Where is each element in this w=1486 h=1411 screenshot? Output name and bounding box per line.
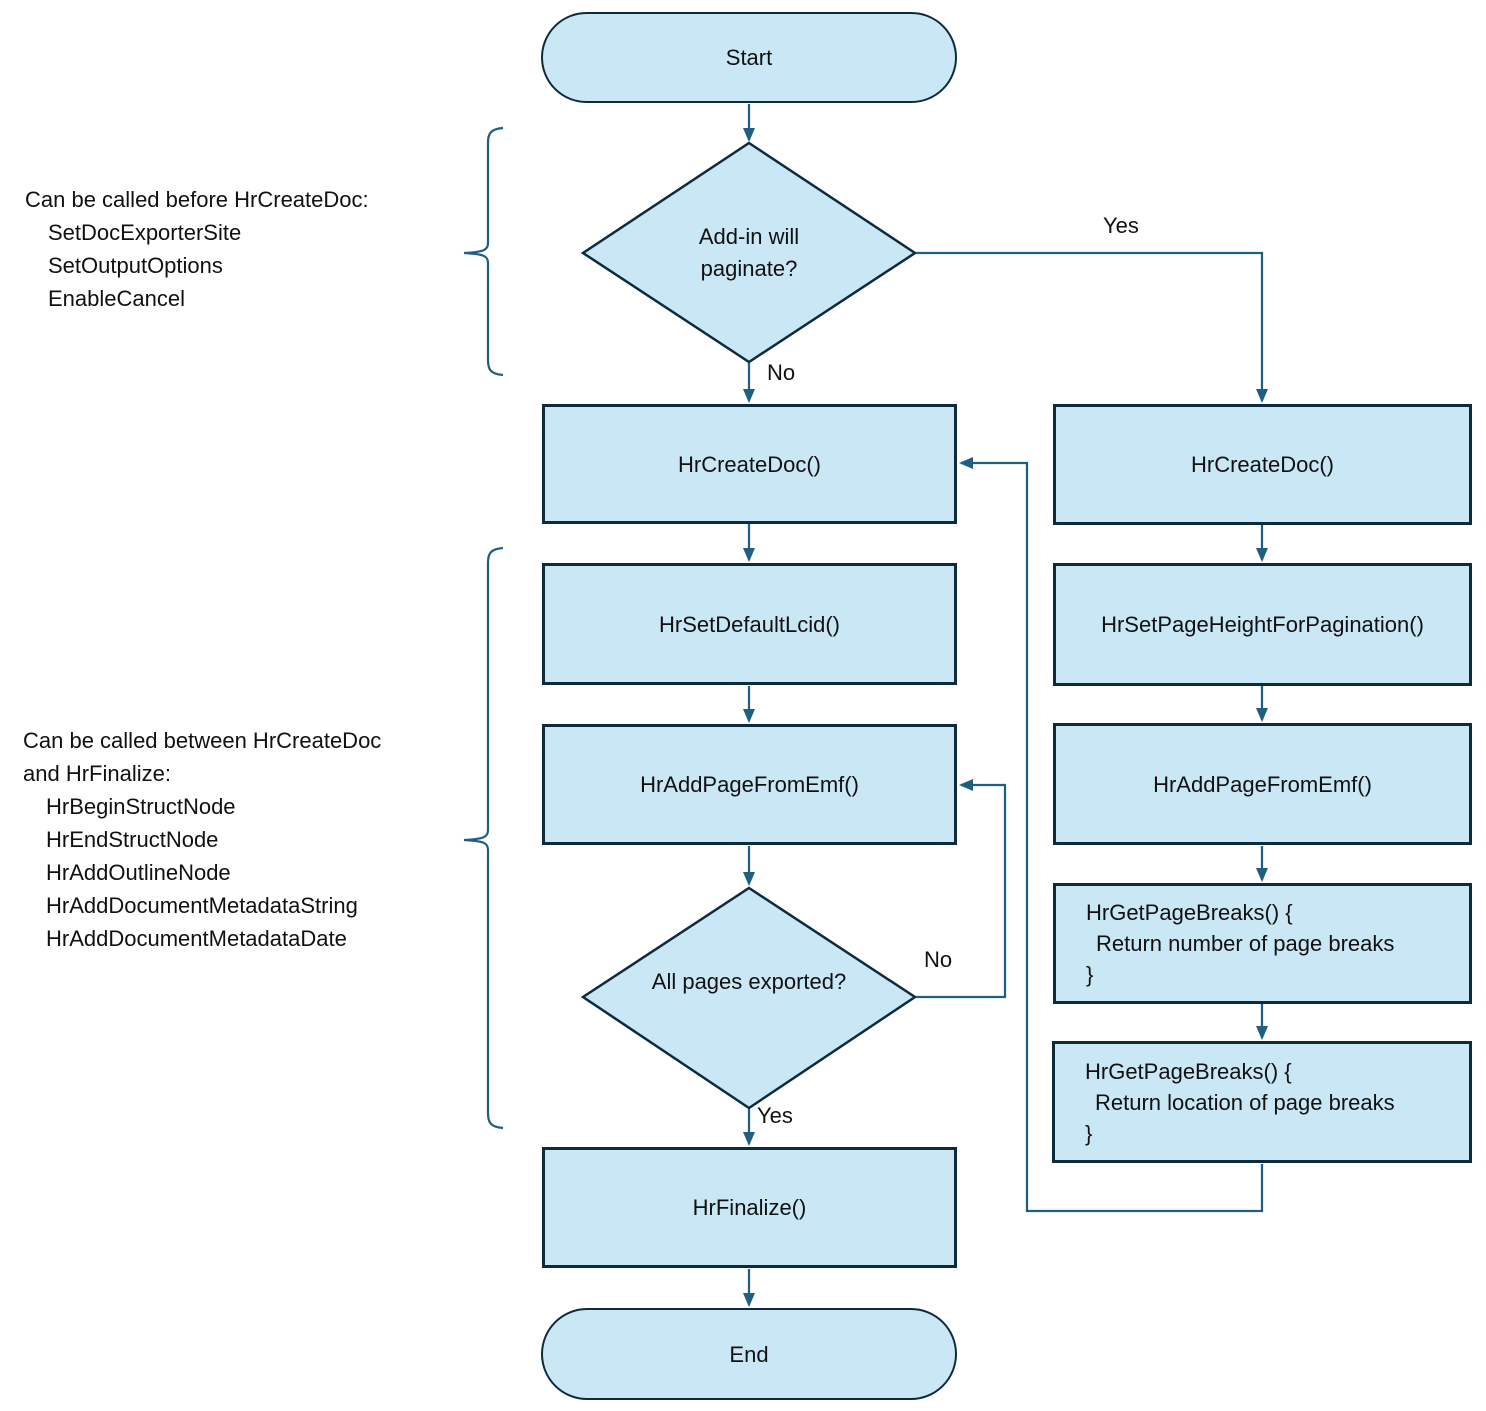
decision-all-exported-diamond xyxy=(580,886,918,1110)
annotation-between-item: HrAddOutlineNode xyxy=(46,860,231,885)
get-page-breaks-location-line2: Return location of page breaks xyxy=(1095,1089,1395,1115)
annotation-before-item: SetOutputOptions xyxy=(48,253,223,278)
edge-label-paginate-no: No xyxy=(767,360,796,385)
set-page-height-box: HrSetPageHeightForPagination() xyxy=(1053,563,1472,686)
get-page-breaks-location-box: HrGetPageBreaks() { Return location of p… xyxy=(1052,1041,1472,1163)
edge-label-exported-yes: Yes xyxy=(757,1103,793,1128)
right-create-doc-label: HrCreateDoc() xyxy=(1190,452,1335,477)
annotation-before-heading: Can be called before HrCreateDoc: xyxy=(25,187,369,212)
finalize-box: HrFinalize() xyxy=(542,1147,957,1268)
left-add-page-from-emf-box: HrAddPageFromEmf() xyxy=(542,724,957,845)
decision-all-exported-label: All pages exported? xyxy=(651,969,847,994)
edge-label-paginate-yes: Yes xyxy=(1103,213,1139,238)
annotation-between-item: HrAddDocumentMetadataString xyxy=(46,893,358,918)
end-terminator: End xyxy=(541,1308,957,1400)
annotation-before-createdoc: Can be called before HrCreateDoc: SetDoc… xyxy=(25,183,369,315)
get-page-breaks-location-line1: HrGetPageBreaks() { xyxy=(1085,1058,1292,1084)
right-add-page-from-emf-box: HrAddPageFromEmf() xyxy=(1053,723,1472,845)
annotation-before-item: EnableCancel xyxy=(48,286,185,311)
annotation-between-createdoc-finalize: Can be called between HrCreateDoc and Hr… xyxy=(23,724,413,955)
get-page-breaks-number-line2: Return number of page breaks xyxy=(1096,931,1395,956)
end-label: End xyxy=(729,1341,769,1367)
edge-label-exported-no: No xyxy=(924,947,953,972)
right-add-page-from-emf-label: HrAddPageFromEmf() xyxy=(1153,771,1372,797)
annotation-between-item: HrBeginStructNode xyxy=(46,794,236,819)
finalize-label: HrFinalize() xyxy=(692,1195,807,1220)
start-terminator: Start xyxy=(541,12,957,103)
annotation-before-item: SetDocExporterSite xyxy=(48,220,242,245)
set-page-height-label: HrSetPageHeightForPagination() xyxy=(1101,612,1424,637)
annotation-between-heading: Can be called between HrCreateDoc and Hr… xyxy=(23,728,382,786)
annotation-between-item: HrAddDocumentMetadataDate xyxy=(46,926,347,951)
left-create-doc-label: HrCreateDoc() xyxy=(677,451,822,477)
get-page-breaks-location-line3: } xyxy=(1085,1120,1093,1146)
get-page-breaks-number-box: HrGetPageBreaks() { Return number of pag… xyxy=(1053,883,1472,1004)
left-add-page-from-emf-label: HrAddPageFromEmf() xyxy=(640,772,859,797)
start-label: Start xyxy=(725,45,773,70)
left-create-doc-box: HrCreateDoc() xyxy=(542,404,957,524)
right-create-doc-box: HrCreateDoc() xyxy=(1053,404,1472,525)
brace-before-createdoc xyxy=(463,126,504,377)
annotation-between-item: HrEndStructNode xyxy=(46,827,219,852)
set-default-lcid-box: HrSetDefaultLcid() xyxy=(542,563,957,685)
get-page-breaks-number-line3: } xyxy=(1086,962,1094,987)
edge-paginate-yes-to-right-createdoc xyxy=(916,251,1268,403)
decision-paginate-label: Add-in will paginate? xyxy=(698,224,800,281)
set-default-lcid-label: HrSetDefaultLcid() xyxy=(659,611,840,637)
get-page-breaks-number-line1: HrGetPageBreaks() { xyxy=(1086,900,1293,925)
brace-between-createdoc-finalize xyxy=(463,546,504,1130)
